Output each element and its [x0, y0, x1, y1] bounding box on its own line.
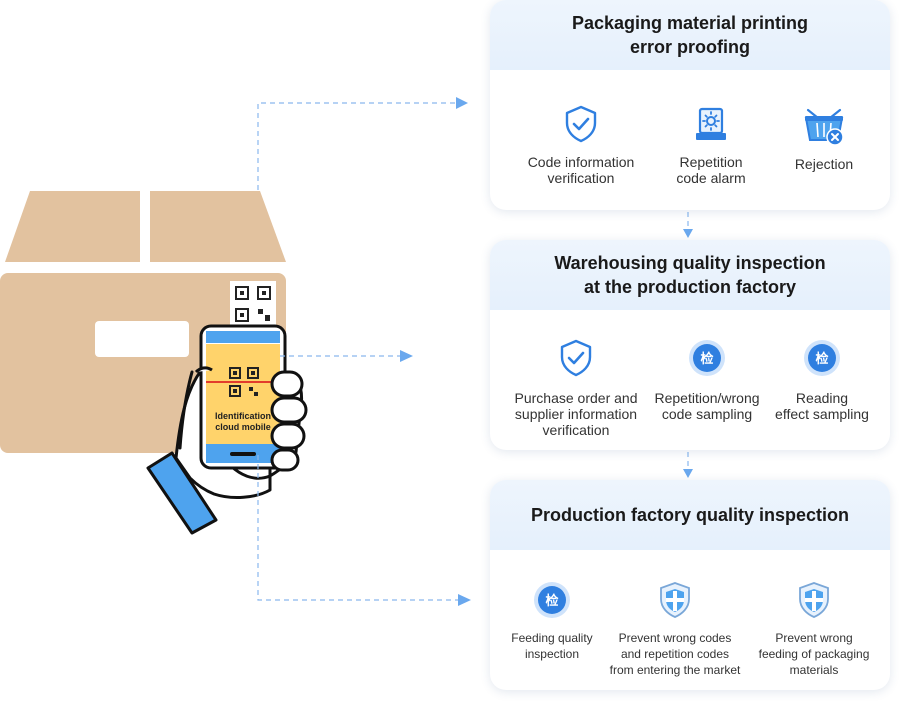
card-title-line1: Production factory quality inspection — [530, 505, 850, 525]
card-title: Production factory quality inspection — [490, 480, 890, 550]
item-label-line1: Repetition — [679, 154, 743, 170]
item-repetition-wrong-sampling: 检 Repetition/wrong code sampling — [637, 338, 777, 422]
inspection-glyph: 检 — [815, 351, 828, 367]
inspection-glyph: 检 — [700, 351, 713, 367]
phone-label-line1: Identification — [215, 411, 271, 421]
item-feeding-quality-inspection: 检 Feeding quality inspection — [490, 580, 622, 662]
shield-cross-icon — [660, 582, 690, 618]
basket-reject-icon — [804, 108, 844, 146]
alarm-light-icon — [696, 107, 726, 140]
card-title-line1: Packaging material printing — [571, 13, 809, 33]
phone-label-line2: cloud mobile — [215, 422, 271, 432]
arrow-head — [683, 469, 693, 478]
item-purchase-order-verification: Purchase order and supplier information … — [503, 338, 649, 438]
item-label-line1: Prevent wrong — [775, 631, 853, 645]
hand-sleeve — [146, 451, 218, 535]
shield-cross-icon — [799, 582, 829, 618]
item-label-line3: verification — [542, 422, 610, 438]
item-prevent-wrong-feeding: Prevent wrong feeding of packaging mater… — [744, 580, 884, 678]
card-production-inspection: Production factory quality inspection 检 … — [490, 480, 890, 690]
item-label-line1: Purchase order and — [514, 390, 638, 406]
fingers — [270, 370, 308, 472]
item-label-line1: Rejection — [794, 156, 854, 172]
item-label-line2: verification — [547, 170, 615, 186]
item-label-line2: code alarm — [676, 170, 746, 186]
shield-check-icon — [565, 105, 597, 143]
card-title-line2: error proofing — [630, 37, 750, 57]
inspection-glyph: 检 — [545, 593, 558, 609]
item-label-line2: and repetition codes — [620, 647, 730, 661]
box-qr-code — [230, 281, 276, 327]
card-packaging-error-proofing: Packaging material printing error proofi… — [490, 0, 890, 210]
item-code-verification: Code information verification — [511, 104, 651, 186]
phone: Identification cloud mobile — [199, 324, 287, 470]
scanning-illustration: Identification cloud mobile — [0, 191, 308, 535]
item-rejection: Rejection — [754, 104, 890, 172]
item-label-line3: from entering the market — [609, 663, 741, 677]
item-label-line2: inspection — [524, 647, 580, 661]
item-label-line2: supplier information — [514, 406, 638, 422]
item-prevent-market-entry: Prevent wrong codes and repetition codes… — [600, 580, 750, 678]
box-label — [95, 321, 189, 357]
arrow-head — [683, 229, 693, 238]
card-title: Warehousing quality inspection at the pr… — [490, 240, 890, 310]
item-label-line3: materials — [789, 663, 839, 677]
card-warehousing-inspection: Warehousing quality inspection at the pr… — [490, 240, 890, 450]
inspection-badge-icon: 检 — [804, 340, 840, 376]
item-label-line1: Reading — [795, 390, 849, 406]
card-title-line1: Warehousing quality inspection — [554, 253, 826, 273]
item-label-line1: Repetition/wrong — [654, 390, 760, 406]
inspection-badge-icon: 检 — [689, 340, 725, 376]
item-reading-effect-sampling: 检 Reading effect sampling — [752, 338, 890, 422]
item-label-line1: Code information — [527, 154, 635, 170]
item-label-line2: code sampling — [661, 406, 753, 422]
inspection-badge-icon: 检 — [534, 582, 570, 618]
shield-check-icon — [560, 339, 592, 377]
item-label-line1: Prevent wrong codes — [618, 631, 732, 645]
card-title: Packaging material printing error proofi… — [490, 0, 890, 70]
item-repetition-alarm: Repetition code alarm — [641, 104, 781, 186]
item-label-line2: feeding of packaging — [758, 647, 870, 661]
card-title-line2: at the production factory — [583, 277, 796, 297]
item-label-line1: Feeding quality — [511, 631, 593, 645]
item-label-line2: effect sampling — [775, 406, 869, 422]
